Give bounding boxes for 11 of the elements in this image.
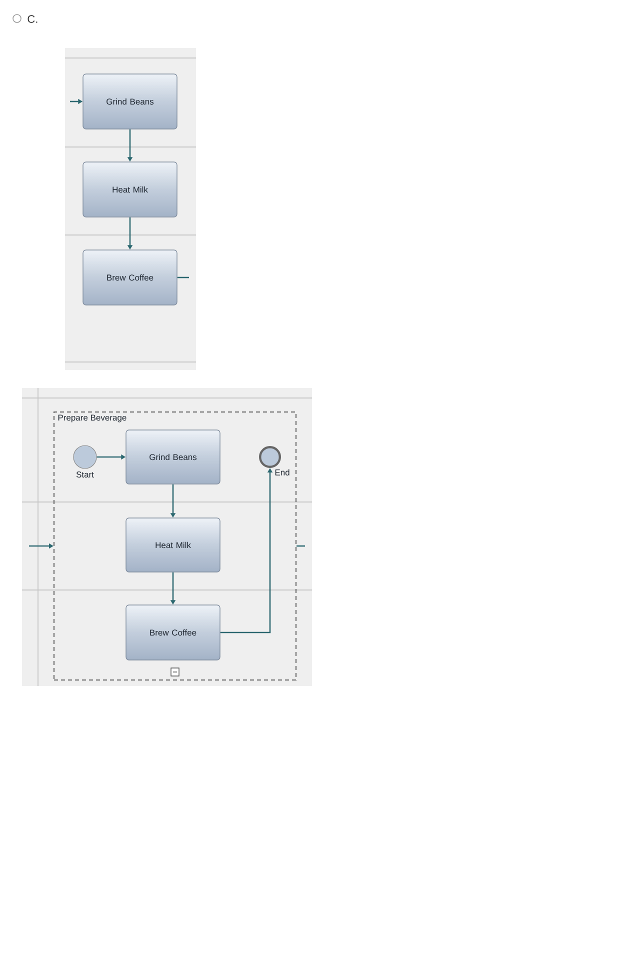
process-box: Grind Beans bbox=[82, 74, 178, 130]
event-caption: End bbox=[275, 469, 290, 476]
event-caption: Start bbox=[76, 472, 94, 478]
connector-line bbox=[177, 276, 189, 278]
connector-line bbox=[296, 545, 305, 547]
process-box: Grind Beans bbox=[126, 430, 220, 484]
process-box: Heat Milk bbox=[126, 518, 220, 572]
process-box: Brew Coffee bbox=[126, 604, 220, 660]
process-box: Brew Coffee bbox=[82, 250, 178, 306]
option-label: C. bbox=[28, 15, 38, 23]
process-box: Heat Milk bbox=[82, 162, 178, 218]
